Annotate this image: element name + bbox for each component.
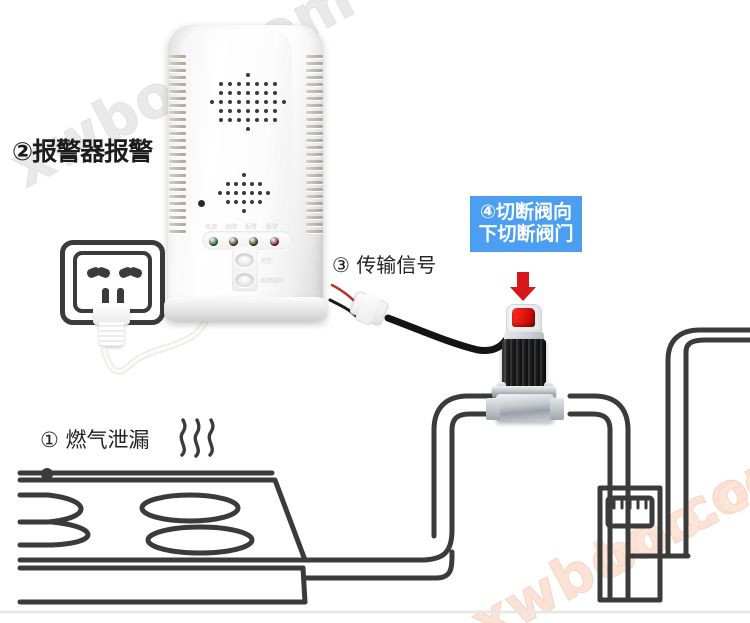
callout-alarm-sounds: ②报警器报警 bbox=[12, 137, 153, 166]
callout-valve-shutoff-line1: ④切断阀向 bbox=[479, 201, 573, 223]
socket-slot-flat-right bbox=[117, 288, 124, 306]
valve-reset-knob[interactable] bbox=[512, 308, 535, 327]
indicator-panel: 消音 故障排除 电源 故障 报警 报警 bbox=[202, 224, 292, 291]
led-caption-3: 报警 bbox=[266, 224, 279, 231]
callout-valve-shutoff: ④切断阀向 下切断阀门 bbox=[470, 196, 582, 252]
detector-base bbox=[164, 297, 327, 321]
speaker-grille-upper bbox=[210, 73, 288, 135]
led-caption-1: 故障 bbox=[225, 224, 238, 231]
test-button[interactable] bbox=[235, 253, 254, 267]
led-status bbox=[229, 236, 238, 246]
sensor-pinhole bbox=[198, 200, 205, 207]
valve-solenoid-coil bbox=[502, 339, 546, 391]
socket-slot-flat-left bbox=[102, 288, 109, 306]
gas-detector: 消音 故障排除 电源 故障 报警 报警 bbox=[150, 25, 340, 325]
detector-vent-left bbox=[169, 55, 186, 260]
gas-leak-steam-icon bbox=[179, 418, 215, 458]
gas-stove bbox=[17, 470, 308, 605]
wall-socket bbox=[60, 240, 165, 346]
power-plug-body bbox=[99, 322, 124, 346]
detector-vent-right bbox=[306, 55, 323, 260]
callout-valve-shutoff-line2: 下切断阀门 bbox=[478, 223, 574, 246]
down-arrow-icon bbox=[510, 272, 536, 301]
valve-port-right bbox=[550, 398, 564, 420]
solenoid-shutoff-valve bbox=[486, 272, 576, 422]
led-alarm bbox=[270, 236, 279, 246]
power-plug bbox=[93, 303, 130, 325]
led-caption-2: 报警 bbox=[245, 224, 258, 231]
test-button-caption: 消音 bbox=[260, 258, 273, 265]
gas-meter bbox=[597, 485, 663, 603]
callout-gas-leak: ① 燃气泄漏 bbox=[40, 428, 150, 452]
callout-signal-transmit: ③ 传输信号 bbox=[332, 253, 437, 277]
valve-port-left bbox=[486, 398, 500, 420]
valve-body bbox=[496, 394, 554, 422]
led-power bbox=[209, 236, 218, 246]
led-fault bbox=[249, 236, 258, 246]
reset-button[interactable] bbox=[235, 273, 254, 287]
valve-neck bbox=[504, 332, 544, 342]
speaker-grille-lower bbox=[218, 173, 272, 215]
reset-button-caption: 故障排除 bbox=[260, 278, 285, 285]
valve-cable bbox=[384, 314, 482, 354]
led-pill-housing bbox=[202, 231, 292, 250]
led-caption-0: 电源 bbox=[205, 224, 218, 231]
gas-pipework bbox=[302, 327, 750, 603]
